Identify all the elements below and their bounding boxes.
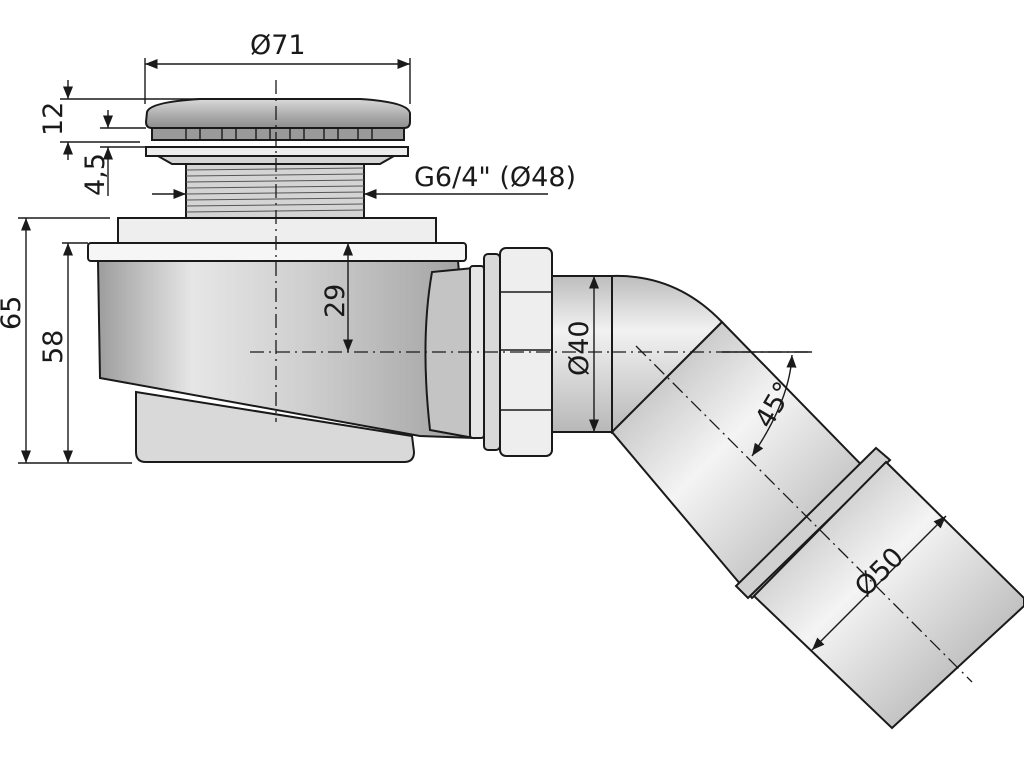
label-outlet-axis-height: 29 bbox=[320, 284, 351, 318]
label-cap-diameter: Ø71 bbox=[250, 30, 306, 61]
drain-cap bbox=[144, 98, 411, 165]
label-body-height: 58 bbox=[38, 330, 69, 364]
elbow-pipe bbox=[610, 274, 1024, 730]
label-cap-height: 12 bbox=[38, 102, 69, 136]
dimension-lines bbox=[18, 58, 947, 651]
label-flange-thickness: 4,5 bbox=[80, 153, 111, 196]
label-outlet-diameter: Ø40 bbox=[564, 320, 595, 376]
drain-body bbox=[87, 217, 476, 463]
label-thread: G6/4" (Ø48) bbox=[414, 162, 576, 193]
cap-slots bbox=[185, 129, 373, 140]
label-total-height: 65 bbox=[0, 296, 27, 330]
threaded-neck bbox=[185, 163, 365, 219]
